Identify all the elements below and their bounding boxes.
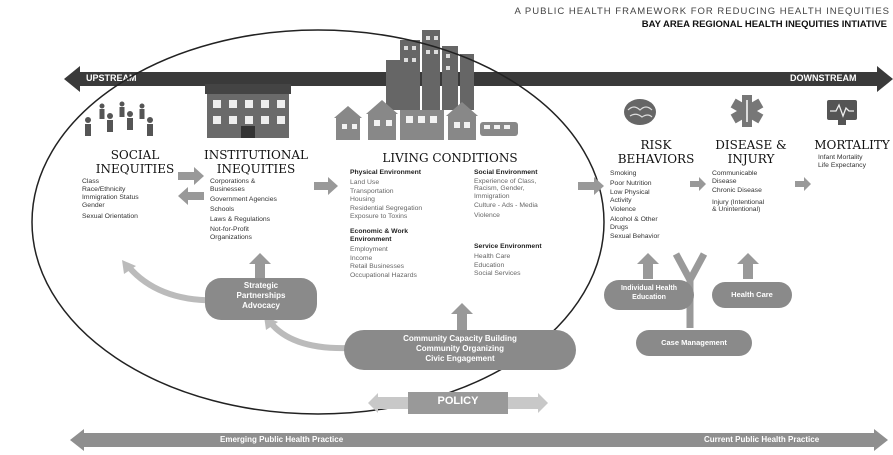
individual-up-arrow xyxy=(637,253,659,279)
economic-environment-list: Employment Income Retail Businesses Occu… xyxy=(350,246,417,279)
living-conditions-title: LIVING CONDITIONS xyxy=(382,151,518,165)
mortality-list: Infant Mortality Life Expectancy xyxy=(818,154,866,169)
health-care-pill: Health Care xyxy=(712,282,792,308)
living-to-risk-arrow xyxy=(578,177,604,195)
current-practice-label: Current Public Health Practice xyxy=(704,435,820,444)
physical-environment-list: Land Use Transportation Housing Resident… xyxy=(350,179,423,221)
physical-environment-heading: Physical Environment xyxy=(350,169,422,176)
downstream-label: DOWNSTREAM xyxy=(790,73,857,83)
policy-label: POLICY xyxy=(437,395,479,407)
upstream-focus-ellipse xyxy=(31,29,605,415)
community-up-arrow xyxy=(451,303,473,331)
individual-health-education-pill: Individual Health Education xyxy=(604,280,694,310)
emerging-practice-label: Emerging Public Health Practice xyxy=(220,435,344,444)
case-management-fork-arrow xyxy=(672,252,708,328)
case-management-pill: Case Management xyxy=(636,330,752,356)
institutional-to-living-arrow xyxy=(314,177,338,195)
people-icon xyxy=(85,101,153,136)
strategic-partnerships-pill: Strategic Partnerships Advocacy xyxy=(205,278,317,320)
disease-injury-title: DISEASE &INJURY xyxy=(715,138,787,166)
medical-star-icon xyxy=(730,95,764,127)
brain-icon xyxy=(624,99,656,125)
institutional-curved-arrow xyxy=(264,316,351,352)
risk-behaviors-list: Smoking Poor Nutrition Low Physical Acti… xyxy=(610,170,660,241)
practice-spectrum-arrow xyxy=(70,429,888,451)
upstream-label: UPSTREAM xyxy=(86,73,137,83)
disease-injury-list: Communicable Disease Chronic Disease Inj… xyxy=(712,170,765,214)
institutional-inequities-list: Corporations & Businesses Government Age… xyxy=(210,178,277,241)
framework-subtitle: A PUBLIC HEALTH FRAMEWORK FOR REDUCING H… xyxy=(514,6,890,17)
social-inequities-list: Class Race/Ethnicity Immigration Status … xyxy=(82,178,139,220)
institution-building-icon xyxy=(205,84,291,138)
disease-to-mortality-arrow xyxy=(795,177,811,191)
strategic-up-arrow xyxy=(249,253,271,279)
community-capacity-pill: Community Capacity Building Community Or… xyxy=(344,330,576,370)
social-environment-heading: Social Environment xyxy=(474,169,538,176)
service-environment-heading: Service Environment xyxy=(474,243,542,250)
policy-arrow xyxy=(368,392,548,414)
mortality-title: MORTALITY xyxy=(814,138,890,152)
service-environment-list: Health Care Education Social Services xyxy=(474,253,521,278)
health-care-up-arrow xyxy=(737,253,759,279)
city-skyline-icon xyxy=(334,30,518,140)
social-environment-list: Experience of Class, Racism, Gender, Imm… xyxy=(474,178,538,219)
risk-to-disease-arrow xyxy=(690,177,706,191)
initiative-title: BAY AREA REGIONAL HEALTH INEQUITIES INTI… xyxy=(641,19,887,30)
heart-monitor-icon xyxy=(827,100,857,125)
social-institutional-bidirectional-arrow xyxy=(178,167,204,205)
